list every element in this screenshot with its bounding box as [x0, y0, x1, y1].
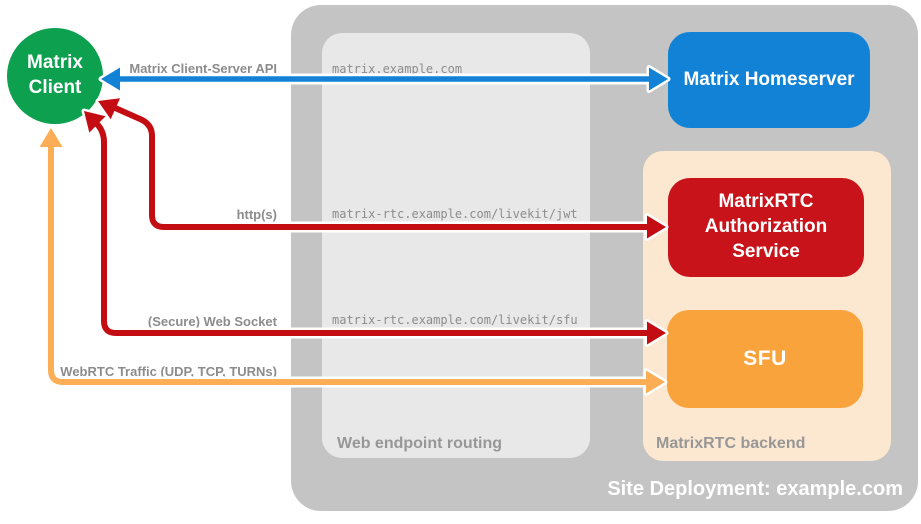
matrixrtc-authorization-service-node: MatrixRTC Authorization Service: [668, 178, 864, 277]
route-label-sfu: matrix-rtc.example.com/livekit/sfu: [332, 313, 578, 327]
route-label-jwt: matrix-rtc.example.com/livekit/jwt: [332, 207, 578, 221]
matrix-client-node: Matrix Client: [7, 28, 103, 124]
web-endpoint-routing-container: [322, 33, 590, 458]
site-deployment-label: Site Deployment: example.com: [607, 478, 903, 500]
matrix-homeserver-node: Matrix Homeserver: [668, 32, 870, 128]
backend-box-label: MatrixRTC backend: [656, 435, 806, 452]
route-label-homeserver: matrix.example.com: [332, 62, 463, 76]
arrow-label-client-server-api: Matrix Client-Server API: [129, 61, 277, 76]
arrow-label-webrtc: WebRTC Traffic (UDP, TCP, TURNs): [60, 364, 277, 379]
routing-box-label: Web endpoint routing: [337, 435, 503, 452]
arrow-label-websocket: (Secure) Web Socket: [147, 314, 277, 329]
arrow-label-https: http(s): [236, 207, 277, 222]
sfu-node: SFU: [667, 310, 863, 408]
